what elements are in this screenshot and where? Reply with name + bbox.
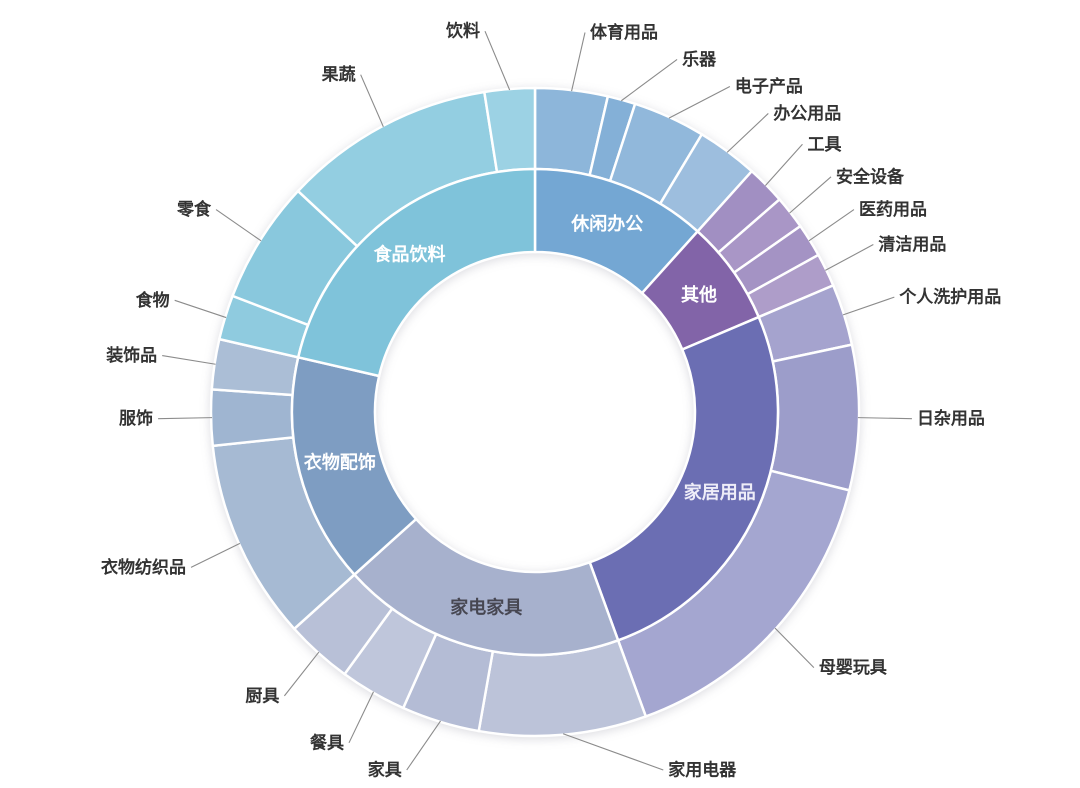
leader-line [174,299,227,319]
inner-slice [296,167,537,378]
outer-slice-label: 日杂用品 [917,408,985,428]
outer-slice-label: 零食 [176,199,212,219]
leader-line [158,417,213,420]
outer-slice-label: 工具 [807,135,841,154]
outer-slice-label: 家用电器 [668,760,737,780]
outer-slice-label: 食物 [136,290,170,310]
leader-lines-group [158,30,912,771]
outer-slice-label: 个人洗护用品 [898,287,1001,307]
leader-line [668,85,731,119]
leader-line [774,627,815,668]
inner-slice [588,315,780,642]
inner-category-label: 衣物配饰 [304,451,376,472]
outer-slice [209,388,295,448]
outer-slice-label: 体育用品 [590,22,658,42]
leader-line [808,209,855,242]
leader-line [726,113,769,153]
leader-line [348,691,374,744]
leader-line [842,296,895,316]
inner-category-label: 休闲办公 [570,213,643,234]
outer-slice-label: 乐器 [682,50,717,69]
outer-slice-label: 厨具 [245,686,279,705]
leader-line [620,59,678,102]
leader-line [406,720,442,771]
leader-line [825,244,874,271]
leader-line [484,30,511,91]
inner-category-label: 食品饮料 [373,243,446,264]
leader-line [190,542,241,568]
leader-line [162,354,216,365]
outer-slice-label: 清洁用品 [878,234,946,254]
inner-category-label: 家居用品 [684,481,756,502]
outer-slice-label: 衣物纺织品 [101,557,186,577]
outer-slice-label: 服饰 [119,408,153,428]
leader-line [857,417,912,420]
leader-line [764,143,803,186]
outer-slice-label: 装饰品 [105,345,157,365]
leader-line [283,651,320,697]
outer-slice-label: 家具 [368,760,402,780]
outer-slice-label: 果蔬 [322,65,356,84]
leader-line [215,209,262,242]
outer-slice-label: 电子产品 [735,76,803,96]
outer-slice-label: 餐具 [310,732,344,752]
outer-slice-label: 饮料 [445,21,480,41]
outer-slice-label: 安全设备 [836,166,905,186]
leader-line [789,176,832,214]
leader-line [571,32,586,92]
leader-line [562,733,664,771]
outer-slice-label: 办公用品 [773,103,841,123]
leader-line [360,74,384,128]
outer-slice [769,343,861,492]
inner-category-label: 其他 [681,284,717,305]
outer-slice-label: 医药用品 [859,199,927,219]
slices-group [209,86,861,738]
inner-category-label: 家电家具 [450,597,522,618]
outer-slice-label: 母婴玩具 [819,658,887,677]
